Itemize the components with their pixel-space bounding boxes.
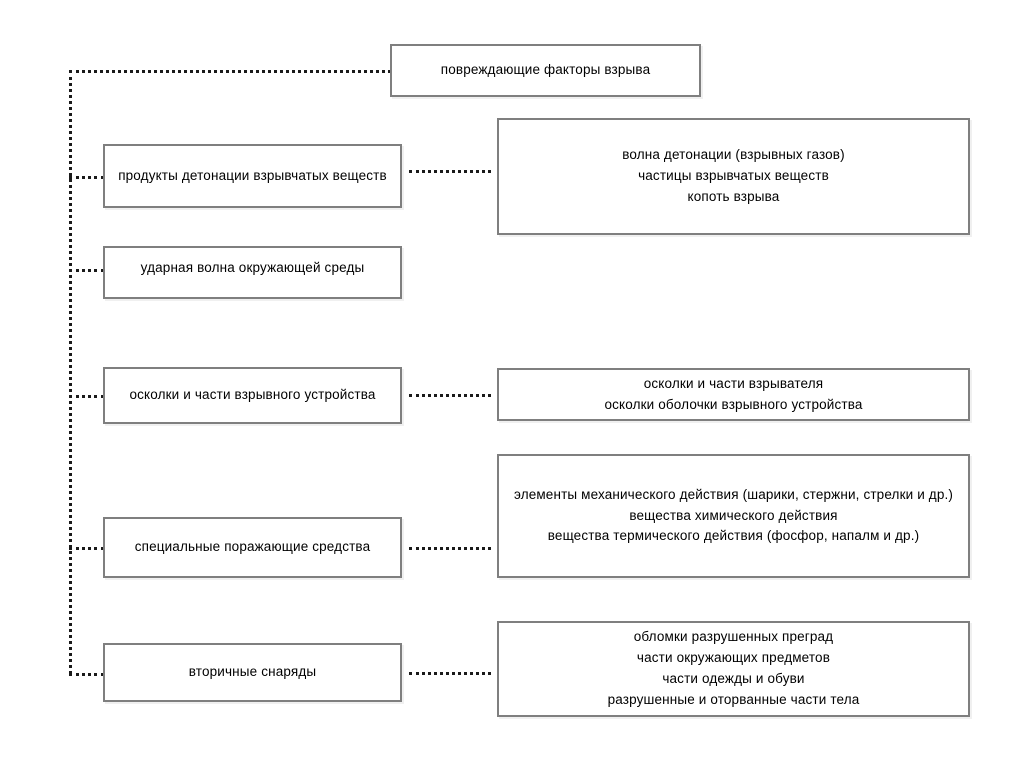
branch-connector-secondary bbox=[69, 673, 104, 676]
trunk-connector-line bbox=[69, 70, 72, 674]
node-fragments-of-device[interactable]: осколки и части взрывного устройства bbox=[103, 367, 402, 424]
branch-connector-shockwave bbox=[69, 269, 104, 272]
branch-connector-special bbox=[69, 547, 104, 550]
branch-connector-root bbox=[69, 70, 391, 73]
node-products-label: продукты детонации взрывчатых веществ bbox=[118, 167, 387, 183]
node-shockwave-of-environment[interactable]: ударная волна окружающей среды bbox=[103, 246, 402, 299]
link-connector-fragments-details bbox=[409, 394, 491, 397]
node-special-details[interactable]: элементы механического действия (шарики,… bbox=[497, 454, 970, 578]
branch-connector-products bbox=[69, 176, 104, 179]
node-special-label: специальные поражающие средства bbox=[134, 539, 371, 555]
node-special-damaging-means[interactable]: специальные поражающие средства bbox=[103, 517, 402, 578]
link-connector-special-details bbox=[409, 547, 491, 550]
node-secondary-details[interactable]: обломки разрушенных преград части окружа… bbox=[497, 621, 970, 717]
node-root-damaging-factors[interactable]: повреждающие факторы взрыва bbox=[390, 44, 701, 97]
node-shockwave-label: ударная волна окружающей среды bbox=[140, 260, 365, 275]
node-fragments-details[interactable]: осколки и части взрывателя осколки оболо… bbox=[497, 368, 970, 421]
node-fragments-label: осколки и части взрывного устройства bbox=[129, 387, 376, 403]
node-secondary-details-text: обломки разрушенных преград части окружа… bbox=[607, 629, 860, 707]
node-special-details-text: элементы механического действия (шарики,… bbox=[513, 486, 954, 544]
link-connector-products-details bbox=[409, 170, 491, 173]
node-secondary-label: вторичные снаряды bbox=[188, 664, 317, 680]
node-products-details-text: волна детонации (взрывных газов) частицы… bbox=[622, 147, 845, 204]
node-fragments-details-text: осколки и части взрывателя осколки оболо… bbox=[604, 375, 863, 412]
node-products-details[interactable]: волна детонации (взрывных газов) частицы… bbox=[497, 118, 970, 235]
node-products-of-detonation[interactable]: продукты детонации взрывчатых веществ bbox=[103, 144, 402, 208]
link-connector-secondary-details bbox=[409, 672, 491, 675]
node-secondary-projectiles[interactable]: вторичные снаряды bbox=[103, 643, 402, 702]
branch-connector-fragments bbox=[69, 395, 104, 398]
node-root-label: повреждающие факторы взрыва bbox=[440, 62, 651, 78]
